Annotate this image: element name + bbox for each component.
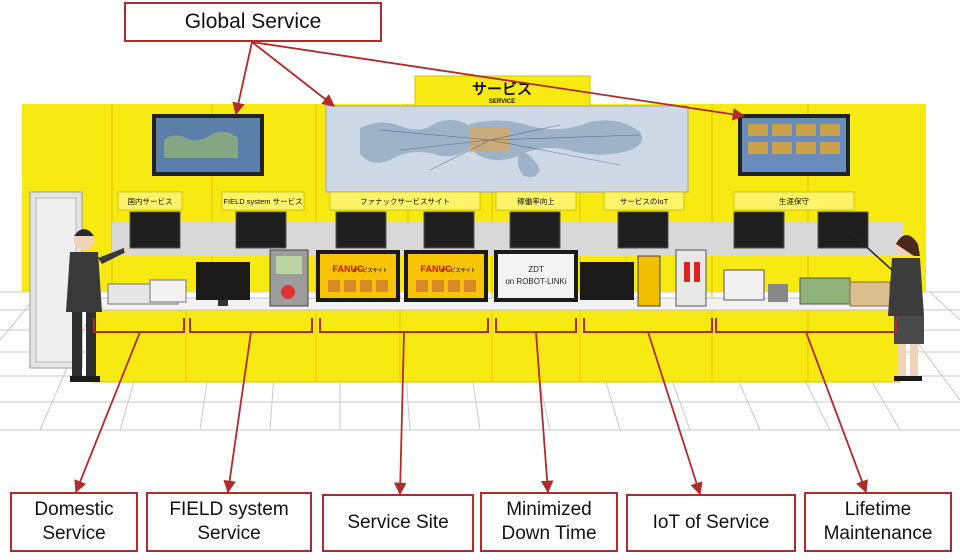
callout-global-service-text: Global Service xyxy=(184,10,322,33)
presenter-left xyxy=(66,229,130,382)
callout-lifetime-maintenance: Lifetime Maintenance xyxy=(804,492,952,552)
callout-field-system-service: FIELD system Service xyxy=(146,492,312,552)
panel-title-domestic: 国内サービス xyxy=(128,196,173,206)
callout-lifetime-maintenance-text: Lifetime Maintenance xyxy=(823,499,933,544)
presenter-right xyxy=(849,231,924,381)
callout-iot-of-service-text: IoT of Service xyxy=(652,512,770,533)
zdt-screen-line2: on ROBOT-LINKi xyxy=(505,277,567,286)
panel-title-iot: サービスのIoT xyxy=(620,197,669,206)
panel-title-field: FIELD system サービス xyxy=(223,197,302,206)
callout-service-site-text: Service Site xyxy=(347,512,449,533)
callout-minimized-down-time: Minimized Down Time xyxy=(480,492,618,552)
callout-iot-of-service: IoT of Service xyxy=(626,494,796,552)
callout-minimized-down-time-text: Minimized Down Time xyxy=(501,499,597,544)
panel-title-service-site: ファナックサービスサイト xyxy=(360,197,450,206)
counter-equipment xyxy=(107,249,891,307)
callout-domestic-service: Domestic Service xyxy=(10,492,138,552)
booth-counter xyxy=(91,299,901,383)
header-sign-en: SERVICE xyxy=(489,99,515,105)
callout-field-system-service-text: FIELD system Service xyxy=(169,499,289,544)
callout-service-site: Service Site xyxy=(322,494,474,552)
panel-title-zdt: 稼働率向上 xyxy=(517,196,555,206)
callout-global-service: Global Service xyxy=(124,2,382,42)
callout-domestic-service-text: Domestic Service xyxy=(34,499,114,544)
service-site-screen-1-text: FANUC xyxy=(333,264,364,274)
upper-monitors xyxy=(129,211,869,249)
service-site-screen-2-sub: サービスサイト xyxy=(440,267,475,274)
service-site-screen-2-text: FANUC xyxy=(421,264,452,274)
panel-title-strips xyxy=(117,191,855,211)
connector-arrows xyxy=(74,41,868,496)
header-sign-jp: サービス xyxy=(472,81,532,98)
panel-title-lifetime: 生涯保守 xyxy=(779,196,809,206)
service-site-screen-1-sub: サービスサイト xyxy=(352,267,387,274)
zdt-screen-line1: ZDT xyxy=(528,265,544,274)
